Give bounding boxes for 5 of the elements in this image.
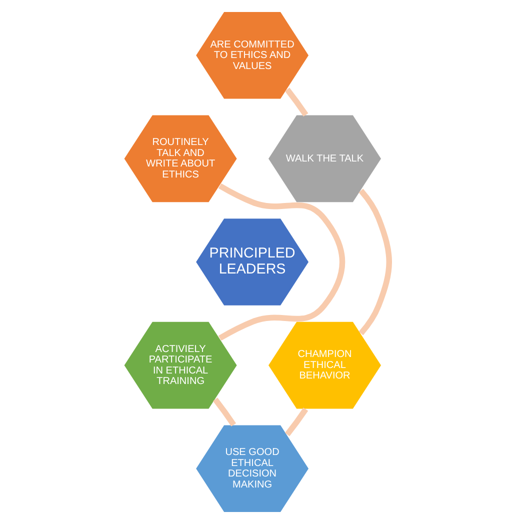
connector (358, 188, 392, 336)
connector (284, 408, 308, 436)
connector (218, 183, 346, 341)
connector (212, 398, 236, 426)
connector (284, 88, 308, 116)
